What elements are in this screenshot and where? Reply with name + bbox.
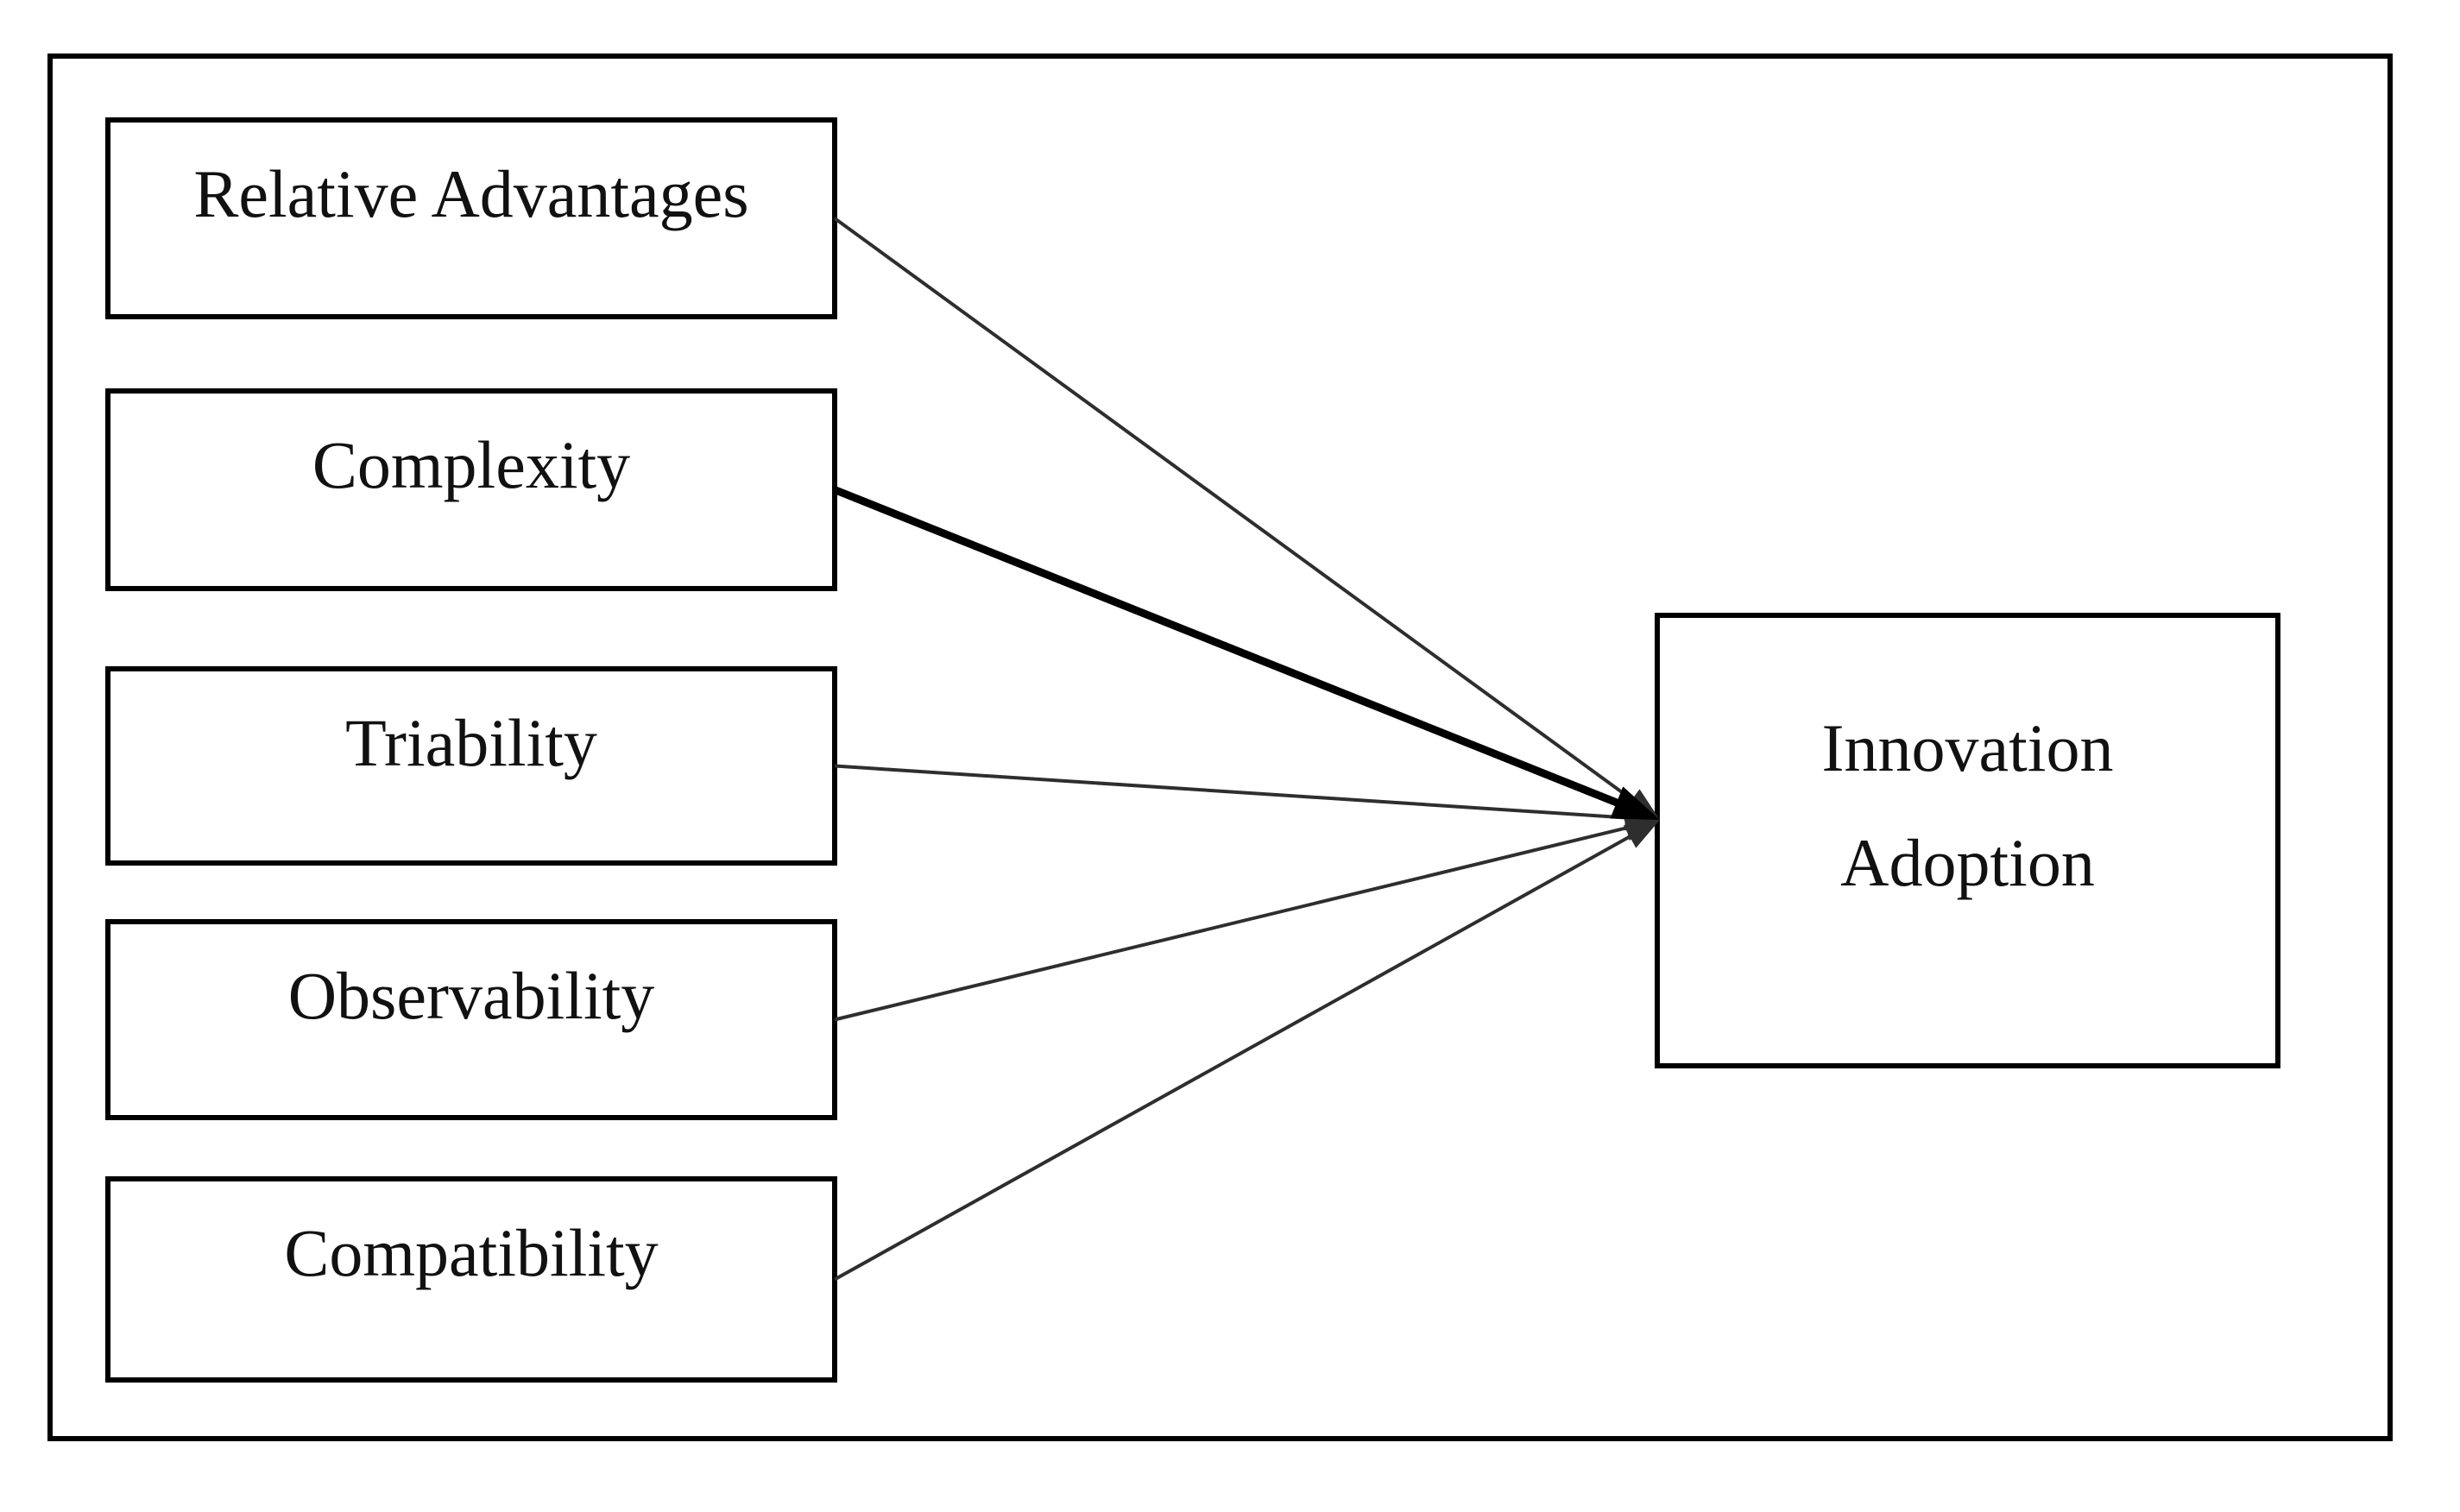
factor-box-observability: Observability: [105, 919, 837, 1120]
factor-box-complexity: Complexity: [105, 388, 837, 591]
outcome-label-line-2: Adoption: [1840, 825, 2095, 900]
factor-label: Complexity: [312, 427, 631, 502]
outcome-label-line-1: Innovation: [1821, 710, 2114, 786]
factor-label: Observability: [287, 958, 655, 1033]
outcome-box-innovation-adoption: Innovation Adoption: [1655, 613, 2280, 1068]
factor-label: Compatibility: [284, 1215, 659, 1290]
factor-box-relative-advantages: Relative Advantages: [105, 117, 837, 319]
factor-label: Relative Advantages: [193, 156, 749, 231]
factor-label: Triability: [345, 705, 597, 780]
factor-box-triability: Triability: [105, 666, 837, 866]
factor-box-compatibility: Compatibility: [105, 1176, 837, 1383]
